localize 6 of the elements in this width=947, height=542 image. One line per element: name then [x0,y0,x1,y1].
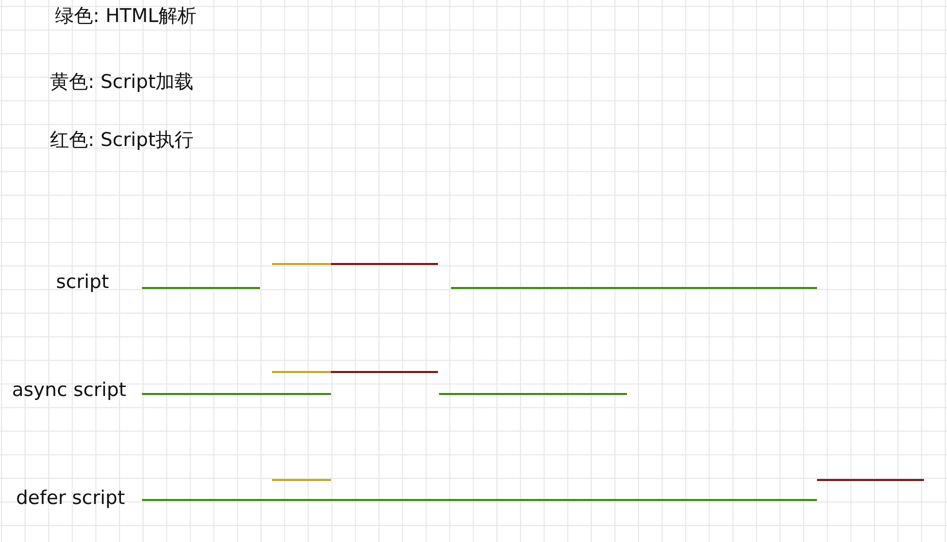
legend-text: 绿色: HTML解析 [55,4,196,28]
row-label: defer script [16,486,125,510]
row-label: script [56,270,109,294]
legend-text: 红色: Script执行 [50,128,194,152]
row-label: async script [12,378,126,402]
legend-text: 黄色: Script加载 [50,70,194,94]
